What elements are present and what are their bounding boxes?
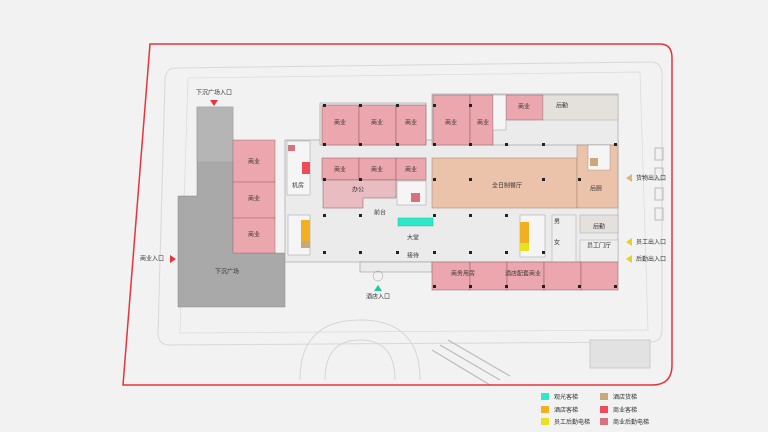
room-commercial: 商业 xyxy=(371,166,383,174)
room-back-of-house: 后勤 xyxy=(593,223,605,231)
left-commercial-column xyxy=(232,139,276,254)
sunken-plaza-entrance-arrow[interactable] xyxy=(210,100,218,106)
restrooms xyxy=(551,214,577,263)
revolving-door[interactable] xyxy=(372,270,384,282)
room-back-of-house-top xyxy=(542,94,619,121)
room-commercial: 商业 xyxy=(477,119,489,127)
legend-swatch-commercial-service-elevator xyxy=(600,418,608,425)
room-reception: 接待 xyxy=(407,252,419,260)
legend-swatch-staff-elevator xyxy=(541,418,549,425)
room-commercial: 商业 xyxy=(334,166,346,174)
kitchen-stair xyxy=(587,144,611,171)
commercial-elevator xyxy=(302,162,310,168)
room-back-of-house-east xyxy=(579,214,619,234)
room-commercial: 商业 xyxy=(248,231,260,239)
stair xyxy=(492,94,507,131)
commercial-service-elevator xyxy=(288,145,295,151)
hotel-elevators-left xyxy=(301,220,310,241)
staff-entrance-label: 员工出入口 xyxy=(636,238,666,246)
commercial-units-top xyxy=(321,94,544,146)
legend-swatch-hotel-freight-elevator xyxy=(600,393,608,400)
drop-off-loop-inner xyxy=(324,339,396,381)
legend: 观光客梯 酒店货梯 酒店客梯 商业客梯 员工后勤电梯 商业后勤电梯 xyxy=(541,393,649,426)
office-room xyxy=(322,179,397,209)
room-commercial: 商业 xyxy=(445,119,457,127)
service-entrance-label: 后勤出入口 xyxy=(636,255,666,263)
room-male-restroom: 男 xyxy=(554,219,560,226)
commercial-elevator xyxy=(302,168,310,174)
room-commercial: 商业 xyxy=(334,119,346,127)
hotel-freight-elevator xyxy=(590,158,598,166)
service-entrance-arrow[interactable] xyxy=(626,255,632,263)
legend-label: 观光客梯 xyxy=(554,393,578,401)
legend-swatch-sightseeing-elevator xyxy=(541,393,549,400)
hotel-freight-elevator xyxy=(301,241,310,248)
hotel-retail-row xyxy=(431,261,619,291)
hotel-entrance-arrow[interactable] xyxy=(374,285,382,291)
room-commercial: 商业 xyxy=(405,166,417,174)
room-female-restroom: 女 xyxy=(554,239,560,247)
legend-swatch-commercial-elevator xyxy=(600,406,608,413)
sunken-plaza-label: 下沉广场 xyxy=(215,268,239,276)
hotel-elevators-right xyxy=(520,222,529,243)
legend-label: 员工后勤电梯 xyxy=(554,418,590,426)
ramp xyxy=(431,339,511,386)
room-lobby: 大堂 xyxy=(407,234,419,242)
room-commercial: 商业 xyxy=(405,119,417,127)
legend-swatch-hotel-elevator xyxy=(541,406,549,413)
legend-label: 商业客梯 xyxy=(613,406,637,414)
lobby-extension xyxy=(359,261,433,273)
staff-entrance-arrow[interactable] xyxy=(626,238,632,246)
room-staff-lobby: 员工门厅 xyxy=(587,242,611,250)
legend-label: 酒店客梯 xyxy=(554,406,578,414)
sightseeing-elevators xyxy=(397,217,434,227)
commercial-service-elevator xyxy=(411,193,420,202)
room-front-desk: 前台 xyxy=(374,209,386,217)
drop-off-loop xyxy=(299,319,421,381)
room-back-of-house: 后勤 xyxy=(556,102,568,110)
room-commercial: 商业 xyxy=(248,195,260,203)
room-business: 商务用房 xyxy=(451,270,475,278)
commercial-entrance-label: 商业入口 xyxy=(140,255,164,263)
goods-entrance-arrow[interactable] xyxy=(626,174,632,182)
room-machine-room: 机房 xyxy=(292,182,304,190)
room-office: 办公 xyxy=(352,186,364,194)
room-commercial: 商业 xyxy=(518,103,530,111)
room-commercial: 商业 xyxy=(248,158,260,166)
kitchen xyxy=(576,144,619,209)
room-all-day-restaurant: 全日制餐厅 xyxy=(492,182,522,190)
room-kitchen: 后厨 xyxy=(590,185,602,193)
plaza-stairs xyxy=(196,106,234,163)
commercial-units-middle xyxy=(321,157,427,181)
staff-elevator xyxy=(520,243,529,251)
commercial-entrance-arrow[interactable] xyxy=(170,255,176,263)
goods-entrance-label: 货物出入口 xyxy=(636,174,666,182)
bike-racks xyxy=(654,147,664,221)
legend-label: 酒店货梯 xyxy=(613,393,637,401)
room-hotel-retail: 酒店配套商业 xyxy=(505,270,541,278)
room-commercial: 商业 xyxy=(371,119,383,127)
sunken-plaza-entrance-label: 下沉广场入口 xyxy=(196,89,232,97)
parking-area xyxy=(589,339,651,369)
structural-columns xyxy=(323,104,617,288)
legend-label: 商业后勤电梯 xyxy=(613,418,649,426)
site-boundary xyxy=(122,43,673,386)
hotel-entrance-label: 酒店入口 xyxy=(366,293,390,301)
